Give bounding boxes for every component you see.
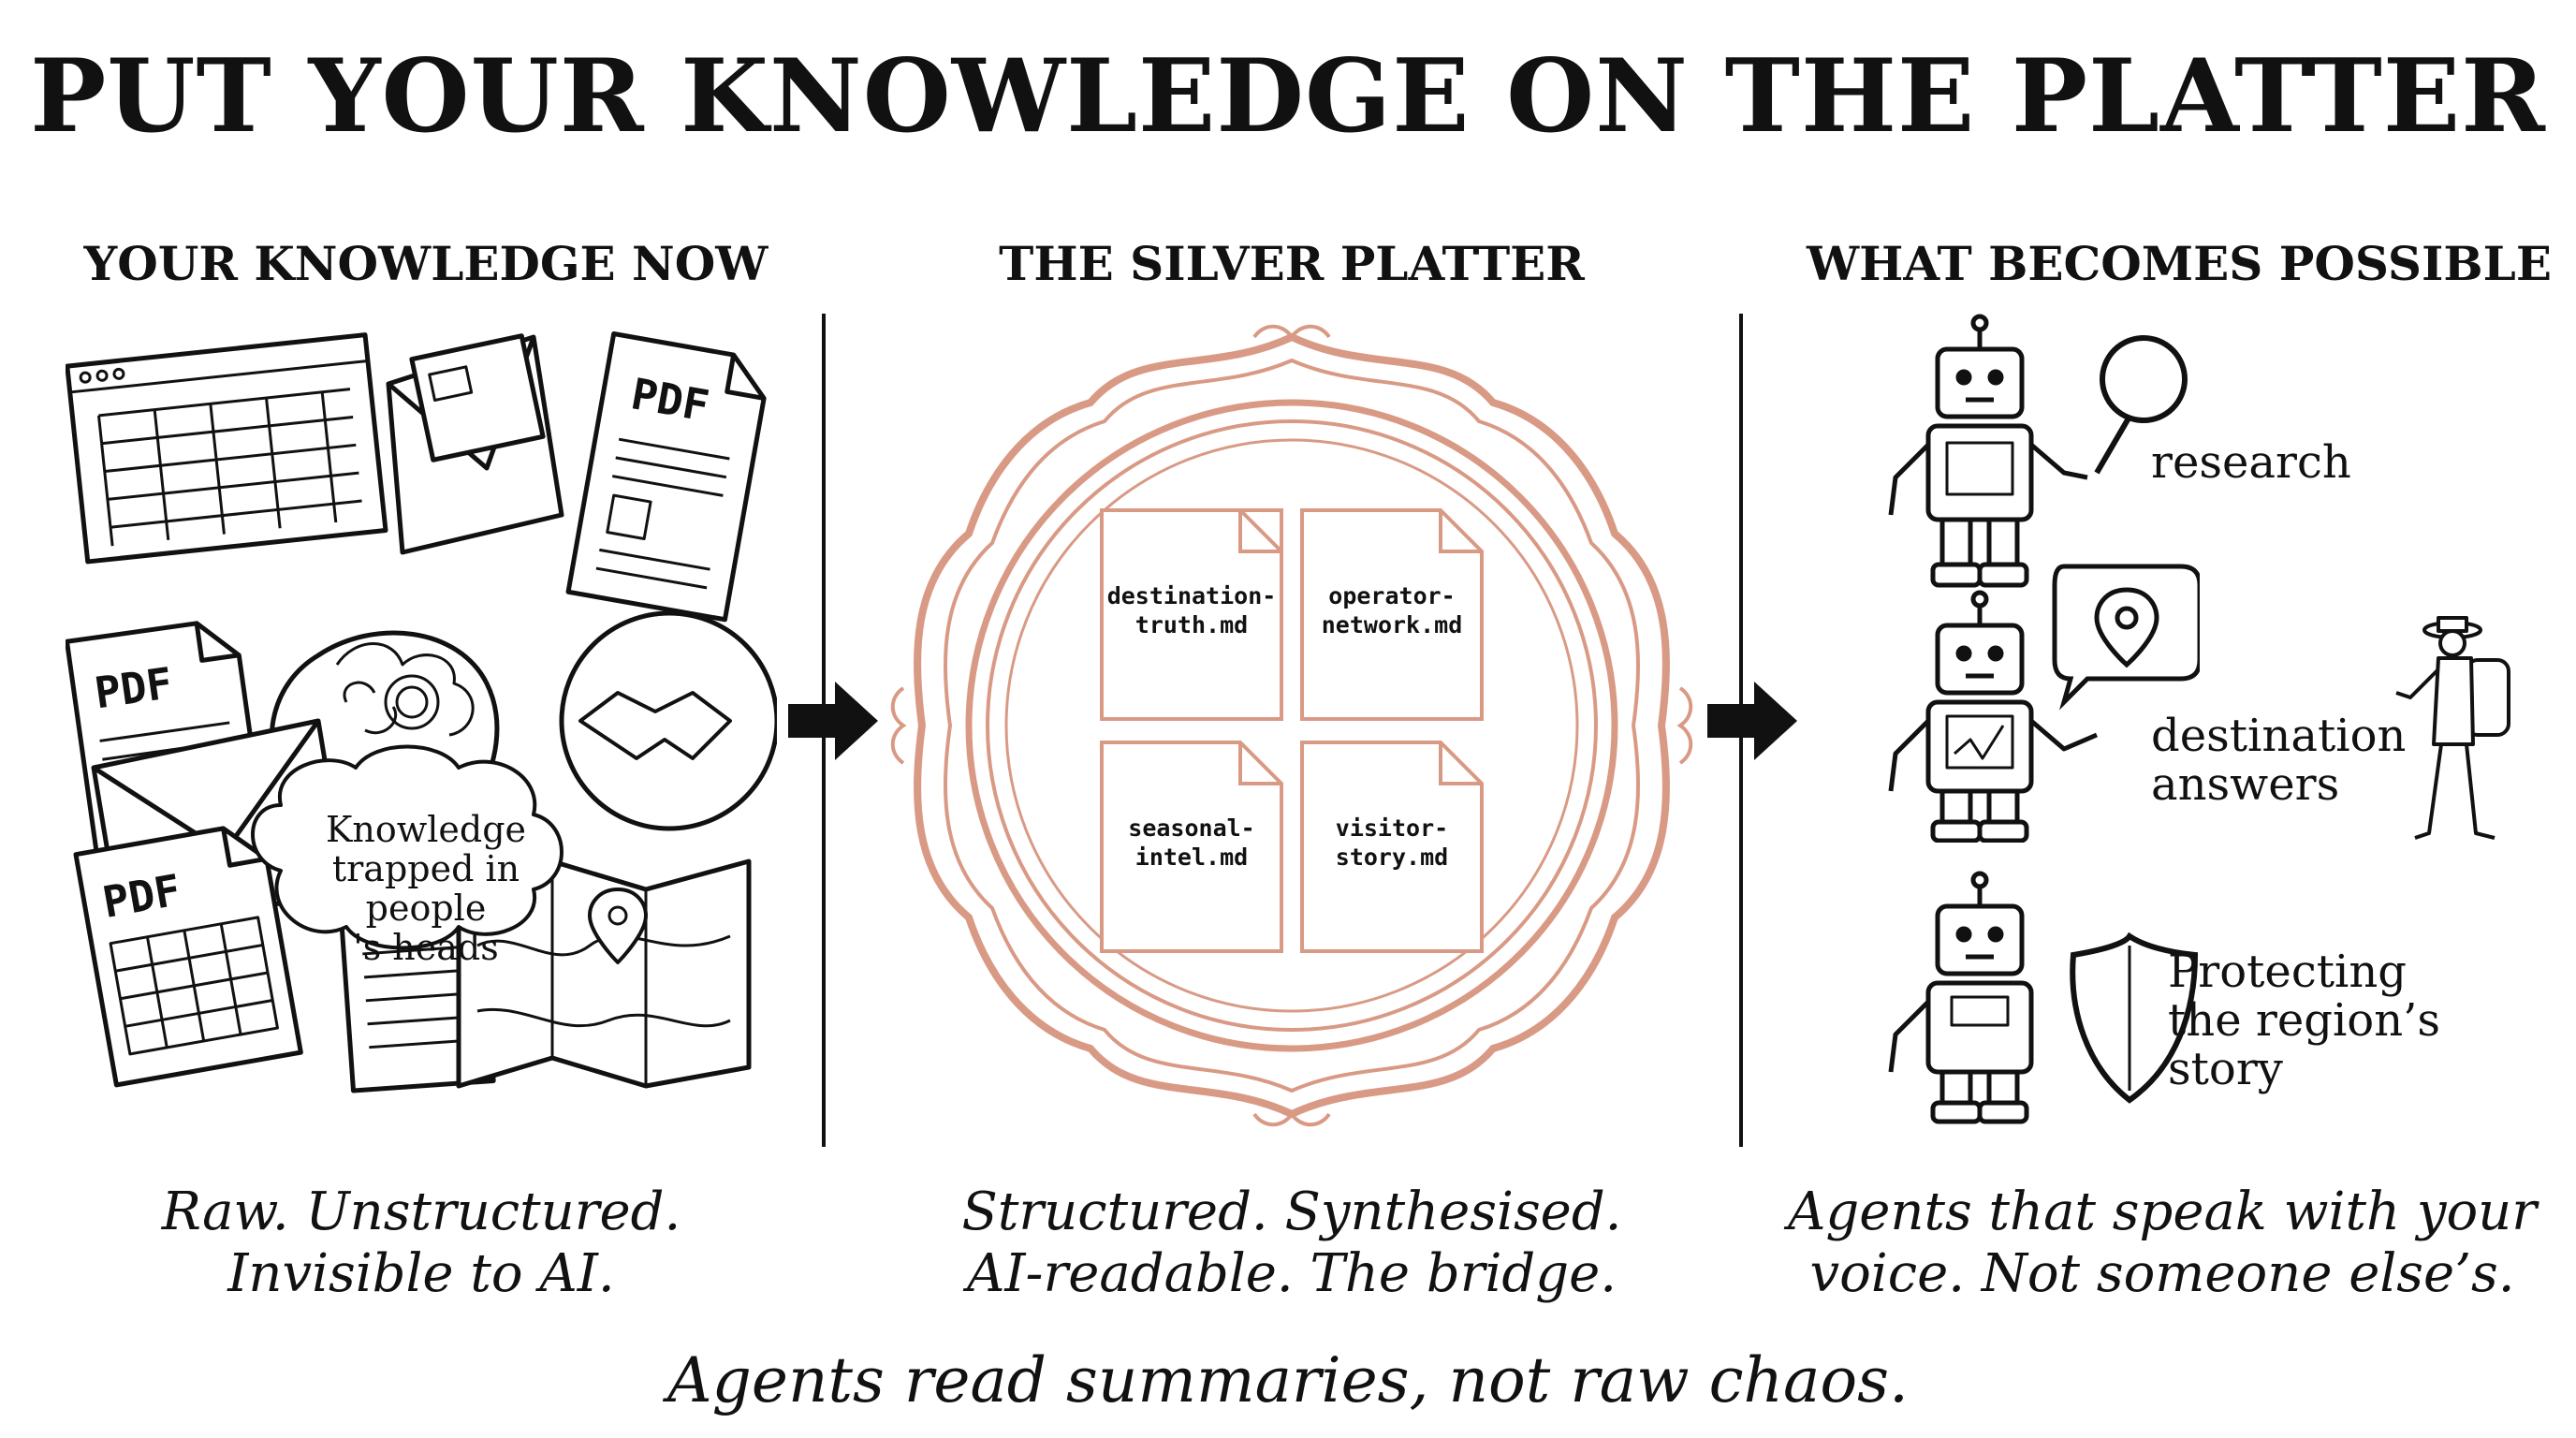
svg-text:intel.md: intel.md [1135, 844, 1248, 871]
traveller-icon [2395, 616, 2510, 840]
page-title: PUT YOUR KNOWLEDGE ON THE PLATTER [30, 37, 2546, 155]
file-label-operator-network: operator- [1328, 582, 1455, 609]
knowledge-collage: PDF [66, 328, 777, 1095]
column-heading-knowledge-now: YOUR KNOWLEDGE NOW [83, 236, 768, 291]
svg-text:network.md: network.md [1322, 611, 1463, 638]
pdf-document-icon: PDF [565, 330, 767, 623]
magnifier-icon [2094, 335, 2188, 475]
robot-icon [1888, 314, 2188, 588]
arrow-right-icon [1707, 682, 1797, 760]
caption-knowledge-now: Raw. Unstructured. Invisible to AI. [161, 1181, 681, 1304]
robot-label-research: research [2151, 436, 2351, 489]
robot-icon [1888, 564, 2200, 843]
location-pin-icon [2052, 564, 2200, 711]
tagline: Agents read summaries, not raw chaos. [667, 1344, 1909, 1416]
shield-icon [2070, 932, 2199, 1104]
map-icon [456, 858, 752, 1089]
thought-bubble-text: Knowledge trapped in people 's heads [325, 809, 527, 968]
file-label-seasonal-intel: seasonal- [1128, 814, 1254, 842]
arrow-right-icon [788, 682, 878, 760]
robot-icon [1888, 871, 2199, 1124]
robot-label-destination-answers: destination answers [2151, 710, 2407, 811]
svg-text:PDF: PDF [92, 657, 176, 718]
silver-platter: destination- truth.md operator- network.… [890, 324, 1693, 1127]
svg-text:truth.md: truth.md [1135, 611, 1248, 638]
envelope-icon [386, 333, 564, 555]
pdf-document-icon: PDF [73, 826, 303, 1088]
file-label-destination-truth: destination- [1107, 582, 1277, 609]
robot-label-protecting-story: Protecting the region’s story [2168, 946, 2440, 1095]
file-label-visitor-story: visitor- [1336, 814, 1448, 842]
column-heading-what-becomes-possible: WHAT BECOMES POSSIBLE [1807, 236, 2552, 291]
column-heading-silver-platter: THE SILVER PLATTER [999, 236, 1585, 291]
handshake-icon [559, 610, 777, 831]
spreadsheet-icon [66, 332, 388, 565]
caption-what-becomes-possible: Agents that speak with your voice. Not s… [1787, 1181, 2538, 1304]
caption-silver-platter: Structured. Synthesised. AI-readable. Th… [961, 1181, 1622, 1304]
svg-text:story.md: story.md [1336, 844, 1448, 871]
